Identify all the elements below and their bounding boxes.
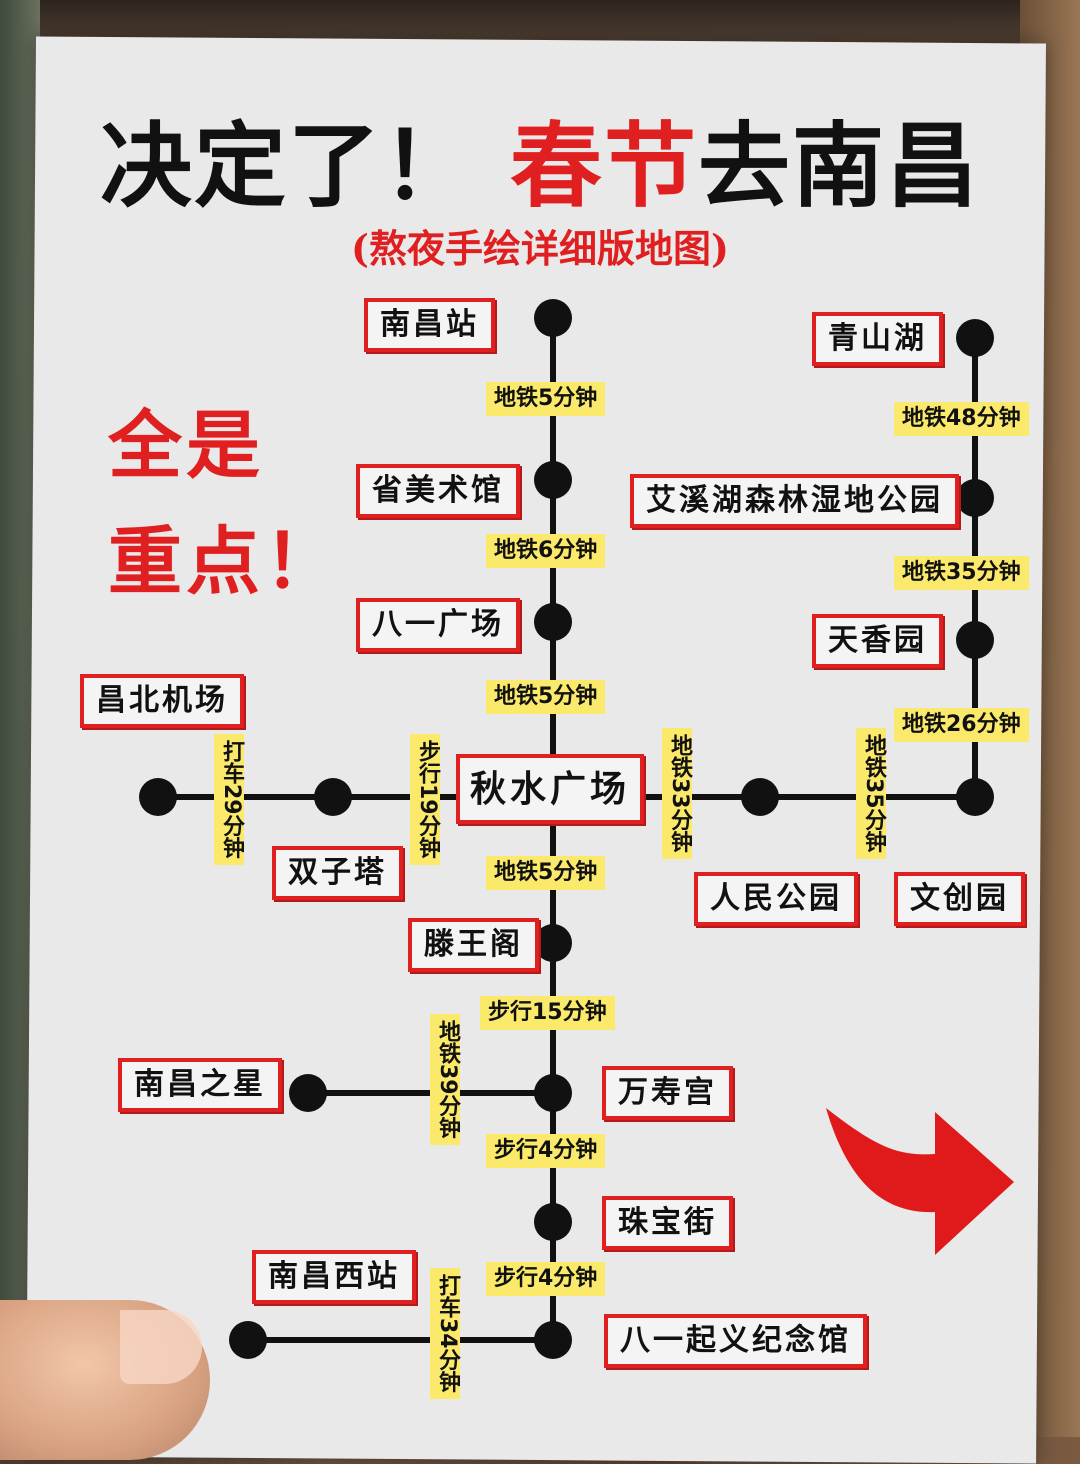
- station-zhubao-street: 珠宝街: [602, 1196, 733, 1250]
- node-wenchuang: [956, 778, 994, 816]
- node-tengwang: [534, 924, 572, 962]
- node-bayi-memorial: [534, 1321, 572, 1359]
- node-wanshou: [534, 1074, 572, 1112]
- node-bayi-square: [534, 603, 572, 641]
- station-tianxiang-garden: 天香园: [812, 614, 943, 668]
- route-tag-6: 步行4分钟: [486, 1134, 606, 1168]
- station-wenchuang-park: 文创园: [894, 872, 1025, 926]
- node-nanchang-station: [534, 299, 572, 337]
- page-subtitle: (熬夜手绘详细版地图): [351, 226, 729, 271]
- station-twin-towers: 双子塔: [272, 846, 403, 900]
- station-qingshan-lake: 青山湖: [812, 312, 943, 366]
- route-tag-10: 地铁26分钟: [894, 708, 1029, 742]
- node-tianxiang: [956, 621, 994, 659]
- station-wanshou-palace: 万寿宫: [602, 1066, 733, 1120]
- station-nanchang-west: 南昌西站: [252, 1250, 416, 1304]
- route-vtag-6: 打车34分钟: [430, 1268, 460, 1399]
- red-right-arrow-icon: [826, 1108, 1014, 1255]
- station-changbei-airport: 昌北机场: [80, 674, 244, 728]
- route-tag-8: 地铁48分钟: [894, 402, 1029, 436]
- node-zhubao: [534, 1203, 572, 1241]
- route-vtag-2: 步行19分钟: [410, 734, 440, 865]
- route-tag-3: 地铁5分钟: [486, 680, 606, 714]
- route-tag-7: 步行4分钟: [486, 1262, 606, 1296]
- title-part2: 春节: [510, 112, 699, 220]
- title-part3: 去南昌: [698, 112, 981, 220]
- station-bayi-memorial: 八一起义纪念馆: [604, 1314, 867, 1368]
- node-people-park: [741, 778, 779, 816]
- route-vtag-1: 打车29分钟: [214, 734, 244, 865]
- route-vtag-3: 地铁33分钟: [662, 728, 692, 859]
- station-art-museum: 省美术馆: [356, 464, 520, 518]
- route-tag-2: 地铁6分钟: [486, 534, 606, 568]
- route-tag-5: 步行15分钟: [480, 996, 615, 1030]
- station-qiushui-square: 秋水广场: [456, 754, 645, 824]
- slogan-line2: 重点！: [108, 519, 342, 605]
- node-qingshan: [956, 319, 994, 357]
- station-nanchang-station: 南昌站: [364, 298, 495, 352]
- station-tengwang-pavilion: 滕王阁: [408, 918, 539, 972]
- route-vtag-5: 地铁39分钟: [430, 1014, 460, 1145]
- thumb-nail: [120, 1310, 202, 1384]
- node-airport: [139, 778, 177, 816]
- title-part1: 决定了！: [99, 112, 476, 220]
- slogan-line1: 全是: [108, 403, 264, 489]
- station-people-park: 人民公园: [694, 872, 858, 926]
- station-bayi-square: 八一广场: [356, 598, 520, 652]
- route-vtag-4: 地铁35分钟: [856, 728, 886, 859]
- station-aixi-lake-park: 艾溪湖森林湿地公园: [630, 474, 959, 528]
- station-star-of-nanchang: 南昌之星: [118, 1058, 282, 1112]
- node-aixi: [956, 479, 994, 517]
- node-art-museum: [534, 461, 572, 499]
- route-tag-4: 地铁5分钟: [486, 856, 606, 890]
- route-tag-1: 地铁5分钟: [486, 382, 606, 416]
- route-tag-9: 地铁35分钟: [894, 556, 1029, 590]
- node-west-station: [229, 1321, 267, 1359]
- node-twin-towers: [314, 778, 352, 816]
- page-title: 决定了！ 春节去南昌: [0, 92, 1080, 225]
- node-star: [289, 1074, 327, 1112]
